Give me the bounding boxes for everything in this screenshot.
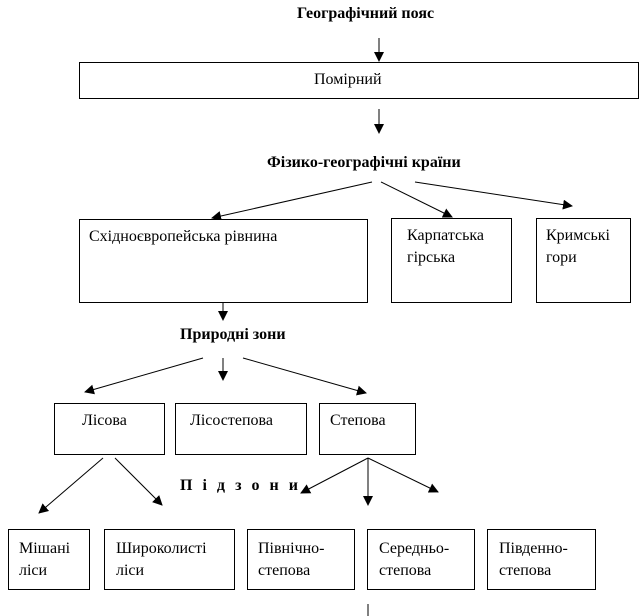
box-east-european-plain-label: Східноєвропейська рівнина: [89, 228, 278, 245]
box-forest: Лісова: [54, 403, 165, 455]
box-temperate-label: Помірний: [314, 71, 382, 88]
box-middle-steppe: Середньо- степова: [367, 529, 475, 590]
arrow-forest-to-broadleaf: [114, 457, 163, 506]
box-broadleaf-forests: Широколисті ліси: [104, 529, 235, 590]
box-steppe-label: Степова: [330, 412, 386, 429]
arrow-steppe-to-south: [367, 457, 439, 493]
box-forest-label: Лісова: [82, 412, 127, 429]
box-forest-steppe: Лісостепова: [175, 403, 307, 455]
heading-geographic-belt: Географічний пояс: [297, 5, 435, 22]
box-mixed-forests-label: Мішані ліси: [19, 540, 71, 579]
box-south-steppe-label: Південно- степова: [499, 540, 568, 579]
box-south-steppe: Південно- степова: [487, 529, 596, 590]
heading-natural-zones: Природні зони: [180, 326, 286, 343]
box-crimean: Кримські гори: [536, 218, 631, 303]
box-middle-steppe-label: Середньо- степова: [379, 540, 450, 579]
box-north-steppe: Північно- степова: [247, 529, 355, 590]
arrow-countries-to-carpathian: [380, 181, 453, 218]
box-carpathian: Карпатська гірська: [391, 218, 512, 303]
box-broadleaf-forests-label: Широколисті ліси: [116, 540, 207, 579]
heading-subzones: Підзони: [180, 477, 308, 494]
arrow-forest-to-mixed: [38, 457, 104, 514]
box-forest-steppe-label: Лісостепова: [190, 412, 273, 429]
heading-physico-geographic-countries: Фізико-географічні країни: [267, 154, 461, 171]
box-east-european-plain: Східноєвропейська рівнина: [79, 219, 368, 303]
arrow-steppe-to-north: [300, 457, 369, 494]
box-carpathian-label: Карпатська гірська: [407, 227, 485, 266]
arrow-zones-to-forest: [84, 357, 204, 395]
arrow-countries-to-crimean: [414, 181, 573, 210]
box-temperate: Помірний: [79, 62, 639, 99]
box-steppe: Степова: [319, 403, 416, 455]
box-crimean-label: Кримські гори: [546, 227, 610, 266]
box-north-steppe-label: Північно- степова: [258, 540, 325, 579]
arrow-countries-to-plain: [211, 181, 373, 221]
arrow-zones-to-steppe: [242, 357, 367, 396]
box-mixed-forests: Мішані ліси: [8, 529, 90, 590]
